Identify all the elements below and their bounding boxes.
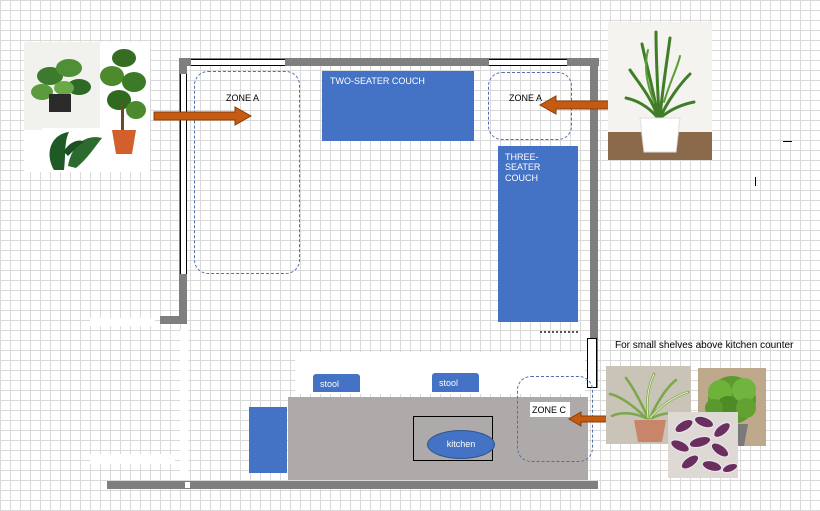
white-patch-3 xyxy=(180,330,188,480)
wall-bottom xyxy=(107,481,598,489)
plant-photo-spider-plant xyxy=(606,366,691,444)
stray-mark-2 xyxy=(755,177,756,186)
wall-right xyxy=(590,58,598,388)
two-seater-couch: TWO-SEATER COUCH xyxy=(322,71,474,141)
side-cabinet xyxy=(249,407,287,473)
three-seater-couch: THREE- SEATER COUCH xyxy=(498,146,578,322)
two-seater-couch-label: TWO-SEATER COUCH xyxy=(330,76,425,86)
window-gap-right xyxy=(489,59,567,66)
stool-1: stool xyxy=(313,374,360,392)
bottom-wall-gap xyxy=(185,482,190,488)
kitchen-ellipse: kitchen xyxy=(427,430,495,459)
window-gap-left xyxy=(191,59,285,66)
door-gap-left xyxy=(180,74,187,274)
white-patch-1 xyxy=(90,318,155,326)
three-seater-label-line1: THREE- xyxy=(505,152,539,162)
plant-photo-potted-palm xyxy=(608,22,712,160)
zone-c-label-bg xyxy=(530,402,570,417)
white-patch-2 xyxy=(90,454,175,464)
wall-top xyxy=(179,58,599,66)
zone-a-right-label: ZONE A xyxy=(509,93,543,103)
stool-1-label: stool xyxy=(320,379,340,389)
dotted-divider xyxy=(540,331,578,333)
wall-left-stub xyxy=(160,316,186,324)
zone-a-left xyxy=(194,71,300,274)
plant-photo-calathea-monstera-fiddle-leaf xyxy=(24,42,150,172)
three-seater-label-line2: SEATER xyxy=(505,162,541,173)
plant-photo-wandering-jew xyxy=(668,412,738,478)
kitchen-label: kitchen xyxy=(446,439,476,449)
shelves-note: For small shelves above kitchen counter xyxy=(615,340,794,351)
arrow-to-zone-a-left xyxy=(153,106,253,126)
stray-mark-1 xyxy=(783,141,792,142)
stool-2-label: stool xyxy=(439,378,459,388)
stool-2: stool xyxy=(432,373,479,392)
zone-c-label: ZONE C xyxy=(532,405,567,415)
three-seater-label-line3: COUCH xyxy=(505,172,538,183)
zone-a-left-label: ZONE A xyxy=(226,93,260,103)
